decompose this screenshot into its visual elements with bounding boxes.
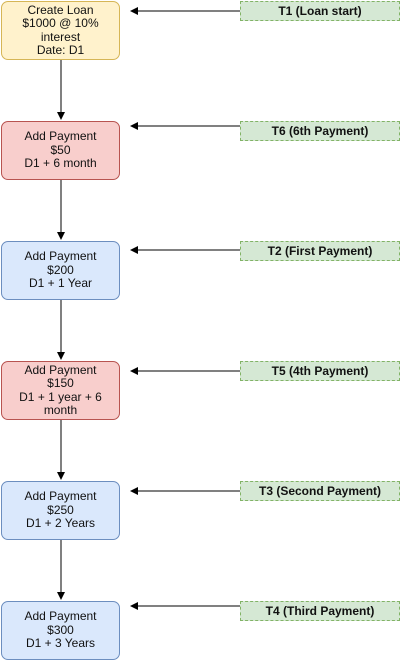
tag-t6[interactable]: T6 (6th Payment) — [240, 121, 400, 141]
tag-t5[interactable]: T5 (4th Payment) — [240, 361, 400, 381]
step-create-loan[interactable]: Create Loan $1000 @ 10% interest Date: D… — [1, 1, 120, 60]
step-payment-1-year-6-month[interactable]: Add Payment $150 D1 + 1 year + 6 month — [1, 361, 120, 420]
step-label: Add Payment $200 D1 + 1 Year — [24, 249, 97, 291]
step-label: Add Payment $150 D1 + 1 year + 6 month — [19, 362, 102, 417]
tag-label: T1 (Loan start) — [278, 4, 362, 18]
tag-label: T2 (First Payment) — [267, 244, 373, 258]
step-payment-3-years[interactable]: Add Payment $300 D1 + 3 Years — [1, 601, 120, 660]
step-label: Add Payment $300 D1 + 3 Years — [24, 609, 97, 651]
step-payment-1-year[interactable]: Add Payment $200 D1 + 1 Year — [1, 241, 120, 300]
tag-t3[interactable]: T3 (Second Payment) — [240, 481, 400, 501]
step-payment-2-years[interactable]: Add Payment $250 D1 + 2 Years — [1, 481, 120, 540]
step-label: Create Loan $1000 @ 10% interest Date: D… — [22, 2, 99, 57]
step-label: Add Payment $250 D1 + 2 Years — [24, 489, 97, 531]
tag-label: T3 (Second Payment) — [258, 484, 382, 498]
tag-label: T6 (6th Payment) — [271, 124, 369, 138]
tag-t1[interactable]: T1 (Loan start) — [240, 1, 400, 21]
tag-t2[interactable]: T2 (First Payment) — [240, 241, 400, 261]
tag-t4[interactable]: T4 (Third Payment) — [240, 601, 400, 621]
tag-label: T5 (4th Payment) — [271, 364, 369, 378]
step-label: Add Payment $50 D1 + 6 month — [24, 129, 97, 171]
step-payment-6-month[interactable]: Add Payment $50 D1 + 6 month — [1, 121, 120, 180]
tag-label: T4 (Third Payment) — [265, 604, 375, 618]
